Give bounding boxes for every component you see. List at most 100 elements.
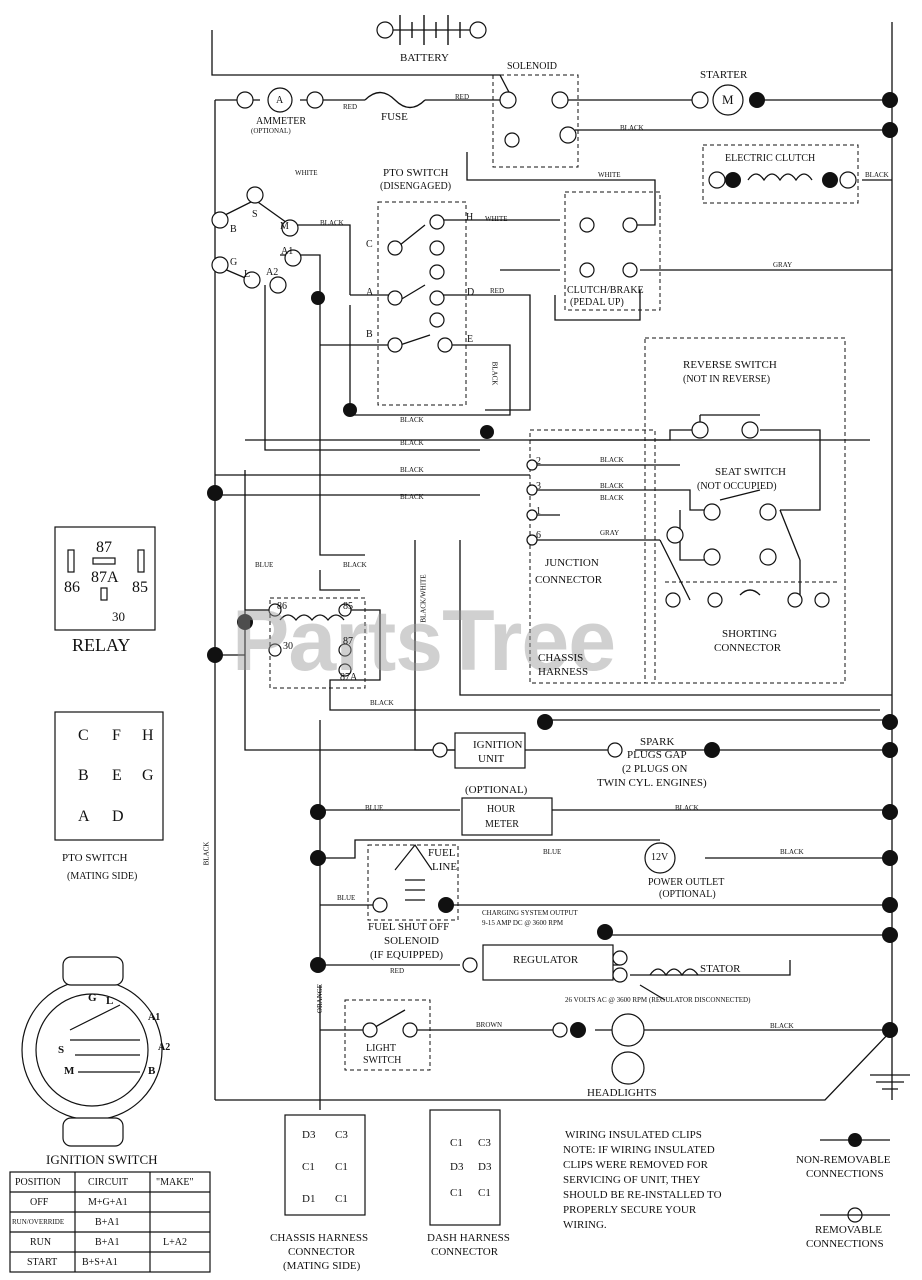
ign-face-s: S — [58, 1044, 65, 1056]
pto-terminal-e: E — [467, 334, 474, 345]
seat-switch-label: SEAT SWITCH — [715, 466, 786, 478]
table-cell-2-2: L+A2 — [163, 1237, 187, 1248]
pto-terminal-h: H — [466, 212, 474, 223]
wire-black-ign: BLACK — [320, 219, 344, 227]
terminal-s: S — [252, 209, 258, 220]
fuel-shut-off-label: FUEL SHUT OFF — [368, 921, 450, 933]
harness-label: HARNESS — [538, 666, 589, 678]
table-cell-0-1: M+G+A1 — [88, 1197, 128, 1208]
dash-pin-1: C1 — [450, 1137, 463, 1149]
relay-pin-87a: 87A — [340, 672, 358, 683]
pto-grid-d: D — [112, 808, 124, 825]
charging-amps-label: 9-15 AMP DC @ 3600 RPM — [482, 919, 564, 927]
pto-terminal-a: A — [366, 287, 374, 298]
light-switch-label: SWITCH — [363, 1055, 402, 1066]
chassis-harness-label: CHASSIS HARNESS — [270, 1232, 369, 1244]
legend-nonremovable2: CONNECTIONS — [806, 1168, 884, 1180]
wire-black-k: BLACK — [780, 848, 804, 856]
junction-pin-6: 6 — [536, 530, 541, 541]
not-in-reverse-label: (NOT IN REVERSE) — [683, 374, 771, 385]
table-header-position: POSITION — [15, 1177, 61, 1188]
ign-face-g: G — [88, 992, 97, 1004]
note-line-2: NOTE: IF WIRING INSULATED — [563, 1144, 715, 1156]
wire-black-c: BLACK — [400, 466, 424, 474]
ammeter-label: AMMETER — [256, 116, 306, 127]
terminal-l: L — [244, 269, 251, 280]
legend-nonremovable: NON-REMOVABLE — [796, 1154, 891, 1166]
ign-face-m: M — [64, 1065, 75, 1077]
junction-label: JUNCTION — [545, 557, 599, 569]
twin-cyl-label: TWIN CYL. ENGINES) — [597, 777, 707, 789]
wire-black-a: BLACK — [400, 416, 424, 424]
pto-mating-title: PTO SWITCH — [62, 852, 128, 864]
wire-black-b: BLACK — [400, 439, 424, 447]
table-cell-2-0: RUN — [30, 1237, 52, 1248]
pto-grid-f: F — [112, 727, 121, 744]
pto-grid-b: B — [78, 767, 89, 784]
chassis-pin-c1b: C1 — [335, 1161, 348, 1173]
relay-87-label: 87 — [96, 539, 112, 556]
wire-black-clutch: BLACK — [865, 171, 889, 179]
dash-harness-label: DASH HARNESS — [427, 1232, 510, 1244]
junction-pin-1: 1 — [536, 506, 541, 517]
wire-black-d: BLACK — [400, 493, 424, 501]
note-line-5: SHOULD BE RE-INSTALLED TO — [563, 1189, 722, 1201]
relay-30-label: 30 — [112, 609, 125, 624]
table-header-circuit: CIRCUIT — [88, 1177, 128, 1188]
wire-red-1: RED — [343, 103, 357, 111]
note-line-6: PROPERLY SECURE YOUR — [563, 1204, 697, 1216]
watermark: PartsTree — [232, 593, 616, 689]
relay-title: RELAY — [72, 635, 131, 655]
pto-grid-e: E — [112, 767, 122, 784]
pto-terminal-c: C — [366, 239, 373, 250]
wire-black-e: BLACK — [600, 456, 624, 464]
ammeter-a-label: A — [276, 95, 284, 106]
pedal-up-label: (PEDAL UP) — [570, 297, 624, 308]
terminal-g: G — [230, 257, 238, 268]
terminal-b: B — [230, 224, 237, 235]
relay-pin-87: 87 — [343, 636, 353, 647]
ac-output-label: 26 VOLTS AC @ 3600 RPM (REGULATOR DISCON… — [565, 996, 751, 1004]
dash-harness-label2: CONNECTOR — [431, 1246, 499, 1258]
ign-face-a1: A1 — [148, 1012, 161, 1023]
chassis-harness-label2: CONNECTOR — [288, 1246, 356, 1258]
regulator-label: REGULATOR — [513, 954, 579, 966]
pto-grid-g: G — [142, 767, 154, 784]
note-line-7: WIRING. — [563, 1219, 607, 1231]
hour-label: HOUR — [487, 804, 516, 815]
pto-mating-side: (MATING SIDE) — [67, 871, 138, 882]
pto-disengaged-label: (DISENGAGED) — [380, 181, 452, 192]
junction-connector-label: CONNECTOR — [535, 574, 603, 586]
wire-blue-4: BLUE — [337, 894, 356, 902]
terminal-a2: A2 — [266, 267, 279, 278]
relay-85-label: 85 — [132, 579, 148, 596]
wire-black-vertical: BLACK — [490, 361, 499, 386]
power-outlet-optional-label: (OPTIONAL) — [659, 889, 716, 900]
hour-meter-optional-label: (OPTIONAL) — [465, 784, 528, 796]
charging-output-label: CHARGING SYSTEM OUTPUT — [482, 909, 578, 917]
wire-brown: BROWN — [476, 1021, 503, 1029]
pto-terminal-d: D — [467, 287, 475, 298]
stator-label: STATOR — [700, 963, 741, 975]
terminal-m: M — [280, 221, 289, 232]
ign-face-l: L — [106, 995, 114, 1007]
wire-red-pto: RED — [490, 287, 504, 295]
starter-label: STARTER — [700, 69, 748, 81]
chassis-pin-c1a: C1 — [302, 1161, 315, 1173]
chassis-label: CHASSIS — [538, 652, 584, 664]
reverse-switch-label: REVERSE SWITCH — [683, 359, 777, 371]
wire-red-2: RED — [455, 93, 469, 101]
table-cell-2-1: B+A1 — [95, 1237, 120, 1248]
dash-pin-4: D3 — [478, 1161, 492, 1173]
solenoid-label: SOLENOID — [507, 61, 557, 72]
legend-removable: REMOVABLE — [815, 1224, 883, 1236]
ammeter-optional-label: (OPTIONAL) — [251, 127, 291, 135]
starter-m-label: M — [722, 92, 734, 107]
dash-pin-3: D3 — [450, 1161, 464, 1173]
spark-label: SPARK — [640, 736, 675, 748]
wire-black-i: BLACK — [370, 699, 394, 707]
relay-pin-85: 85 — [343, 601, 353, 612]
plugs-gap-label: PLUGS GAP — [627, 749, 687, 761]
wire-black-h: BLACK — [343, 561, 367, 569]
wire-black-l: BLACK — [770, 1022, 794, 1030]
